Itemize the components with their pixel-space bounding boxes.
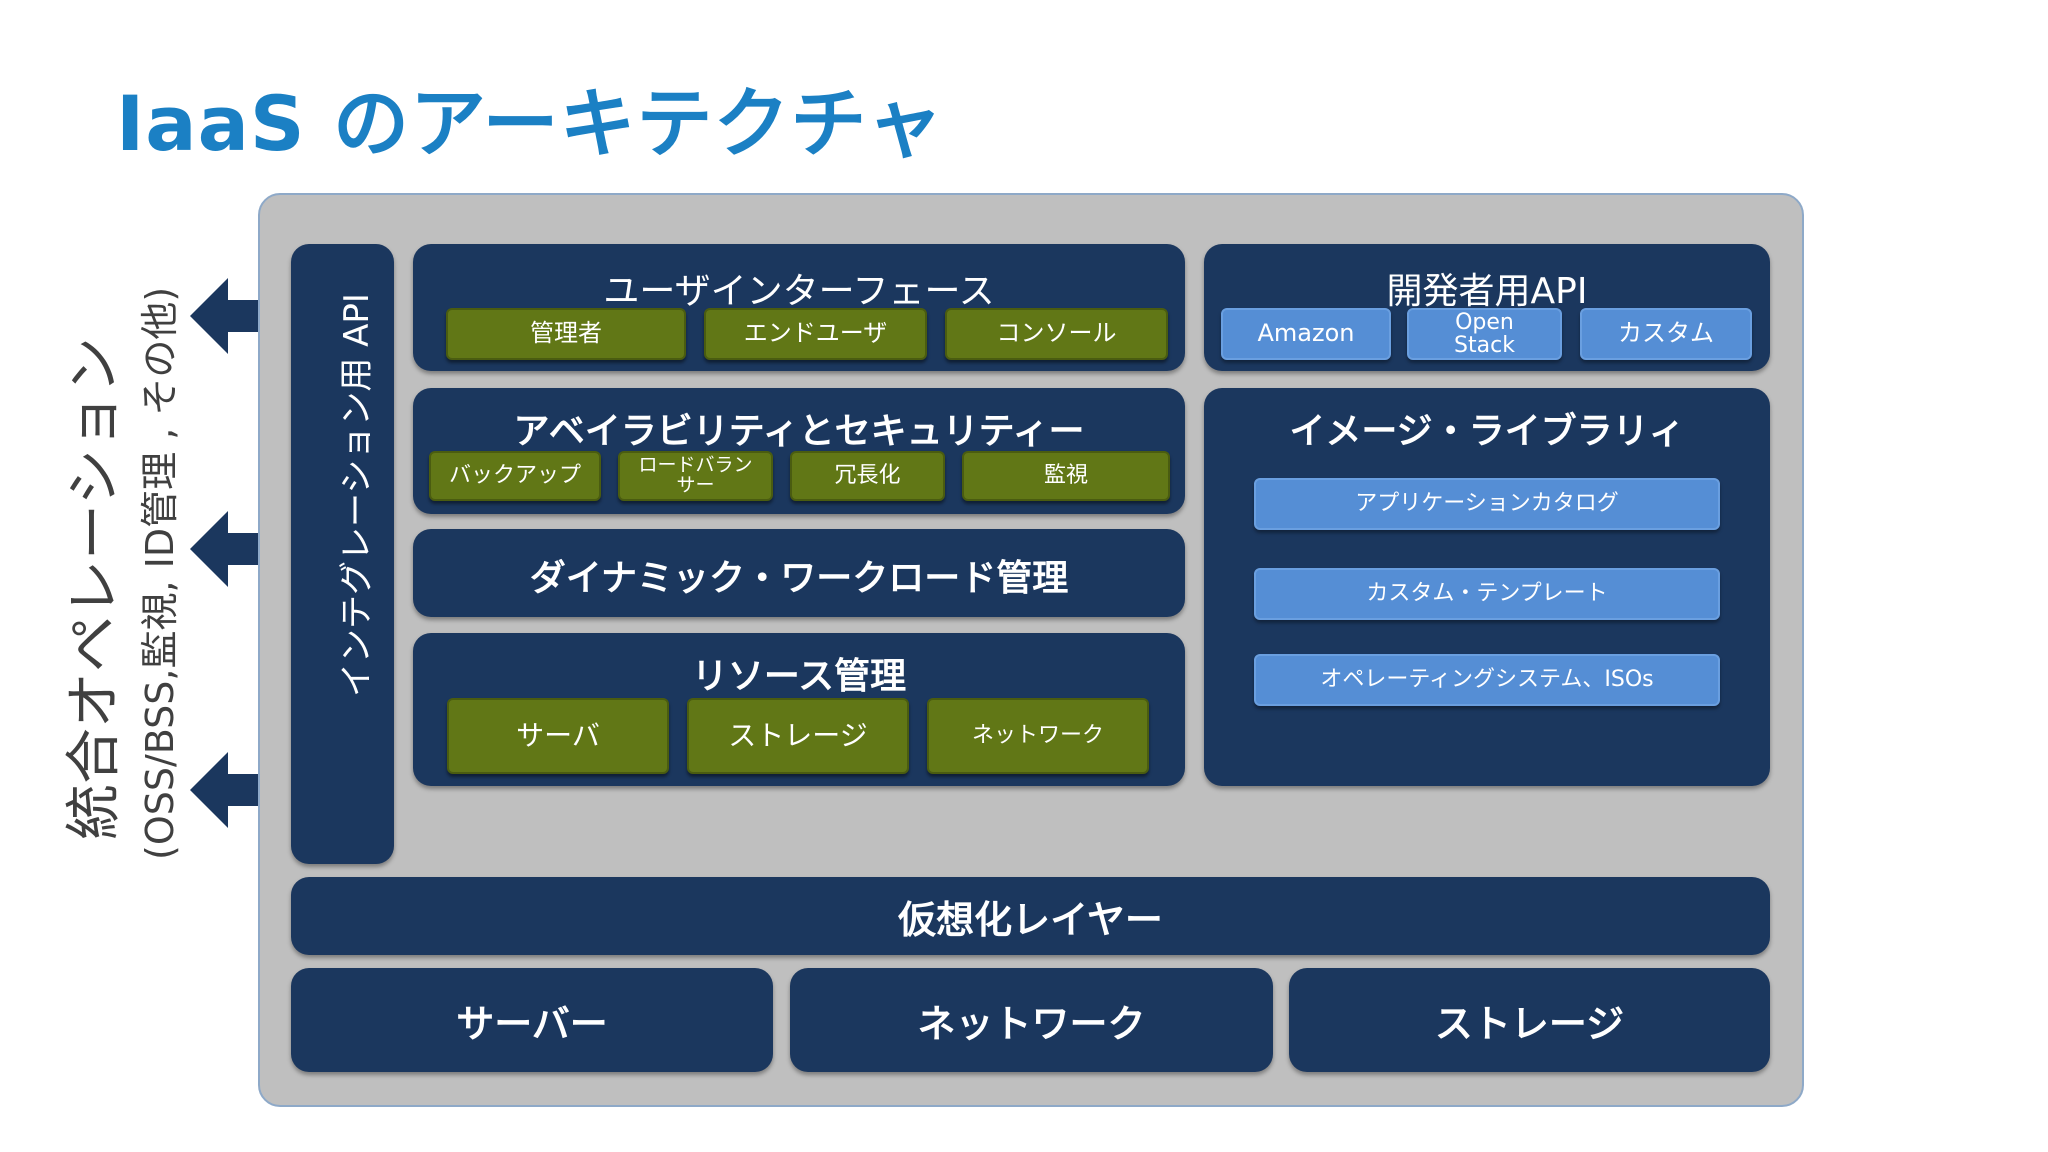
image-library-header: イメージ・ライブラリィ: [1289, 411, 1685, 452]
custom-api-button[interactable]: カスタム: [1580, 308, 1752, 360]
user-interface-box: ユーザインターフェース 管理者 エンドユーザ コンソール: [413, 244, 1185, 371]
user-interface-header: ユーザインターフェース: [603, 271, 995, 312]
arrow-left-icon: [190, 511, 296, 587]
integrated-operations-title: 統合オペレーション: [62, 337, 127, 840]
infra-network-box: ネットワーク: [790, 968, 1273, 1072]
virtualization-layer-label: 仮想化レイヤー: [898, 897, 1163, 942]
openstack-api-button[interactable]: Open Stack: [1407, 308, 1562, 360]
availability-security-box: アベイラビリティとセキュリティー バックアップ ロードバラン サー 冗長化 監視: [413, 388, 1185, 514]
server-resource-button[interactable]: サーバ: [447, 698, 669, 774]
resource-management-box: リソース管理 サーバ ストレージ ネットワーク: [413, 633, 1185, 786]
page-title: IaaS のアーキテクチャ: [116, 79, 944, 168]
network-resource-button[interactable]: ネットワーク: [927, 698, 1149, 774]
admin-button[interactable]: 管理者: [446, 308, 686, 360]
load-balancer-button[interactable]: ロードバラン サー: [618, 451, 773, 501]
storage-resource-button[interactable]: ストレージ: [687, 698, 909, 774]
dynamic-workload-header: ダイナミック・ワークロード管理: [529, 558, 1069, 599]
os-iso-button[interactable]: オペレーティングシステム、ISOs: [1254, 654, 1720, 706]
arrow-left-icon: [190, 278, 296, 354]
end-user-button[interactable]: エンドユーザ: [704, 308, 927, 360]
monitoring-button[interactable]: 監視: [962, 451, 1170, 501]
developer-api-header: 開発者用API: [1386, 271, 1588, 312]
integration-api-bar: [291, 244, 394, 864]
infra-storage-box: ストレージ: [1289, 968, 1770, 1072]
custom-template-button[interactable]: カスタム・テンプレート: [1254, 568, 1720, 620]
integrated-operations-subtitle: (OSS/BSS,監視, ID管理 , その他): [138, 286, 182, 860]
resource-management-header: リソース管理: [691, 656, 907, 697]
integration-api-label: インテグレーション用 API: [337, 293, 377, 697]
image-library-box: イメージ・ライブラリィ アプリケーションカタログ カスタム・テンプレート オペレ…: [1204, 388, 1770, 786]
infra-storage-label: ストレージ: [1434, 1001, 1625, 1046]
infra-server-label: サーバー: [456, 1001, 608, 1046]
amazon-api-button[interactable]: Amazon: [1221, 308, 1391, 360]
infra-network-label: ネットワーク: [917, 1001, 1146, 1046]
developer-api-box: 開発者用API Amazon Open Stack カスタム: [1204, 244, 1770, 371]
console-button[interactable]: コンソール: [945, 308, 1168, 360]
availability-security-header: アベイラビリティとセキュリティー: [513, 411, 1085, 452]
application-catalog-button[interactable]: アプリケーションカタログ: [1254, 478, 1720, 530]
infra-server-box: サーバー: [291, 968, 773, 1072]
backup-button[interactable]: バックアップ: [429, 451, 601, 501]
redundancy-button[interactable]: 冗長化: [790, 451, 945, 501]
arrow-left-icon: [190, 752, 296, 828]
dynamic-workload-box: ダイナミック・ワークロード管理: [413, 529, 1185, 617]
virtualization-layer-bar: 仮想化レイヤー: [291, 877, 1770, 955]
